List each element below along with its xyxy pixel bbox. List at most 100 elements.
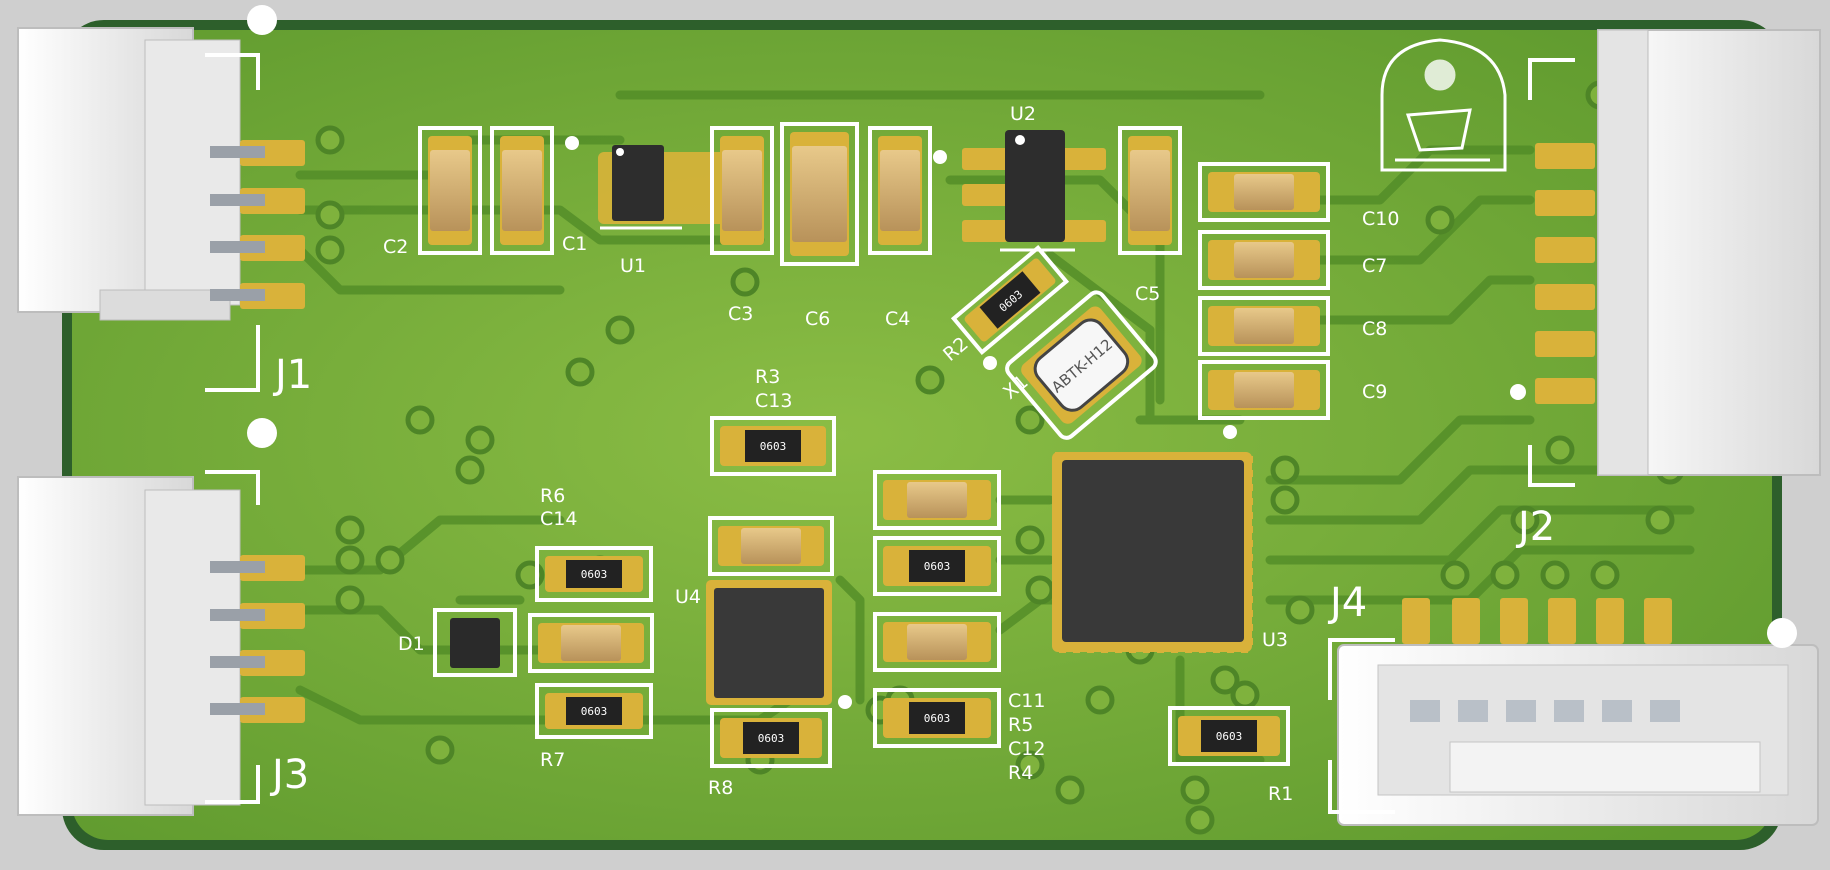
via (1510, 505, 1540, 535)
via (425, 735, 455, 765)
capacitor-vertical (710, 126, 774, 255)
horizontal-components: 0603 0603 0603 0603 0603 0603 0603 (528, 162, 1330, 768)
ic-u3 (1052, 452, 1253, 653)
via (335, 585, 365, 615)
label-c10: C10 (1362, 208, 1399, 230)
via (1645, 505, 1675, 535)
via (915, 365, 945, 395)
label-c6: C6 (805, 308, 830, 330)
label-r3: R3 (755, 366, 780, 388)
ic-u2 (962, 130, 1106, 252)
resistor-0603: 0603 (535, 546, 653, 602)
label-c2: C2 (383, 236, 408, 258)
via (1210, 665, 1240, 695)
via (335, 515, 365, 545)
via (1185, 805, 1215, 835)
resistor-marking: 0603 (760, 440, 787, 453)
label-c4: C4 (885, 308, 910, 330)
capacitor-horizontal (528, 613, 654, 673)
label-d1: D1 (398, 633, 425, 655)
fiducials (247, 5, 1797, 709)
via (730, 267, 760, 297)
resistor-0603: 0603 (535, 683, 653, 739)
via (335, 545, 365, 575)
resistor-marking: 0603 (924, 560, 951, 573)
via (375, 545, 405, 575)
connector-j4 (1328, 598, 1819, 826)
resistor-marking: 0603 (758, 732, 785, 745)
resistor-r2-body: 0603 (950, 244, 1070, 356)
label-u4: U4 (675, 586, 701, 608)
via (605, 315, 635, 345)
via (565, 357, 595, 387)
label-r4: R4 (1008, 762, 1033, 784)
label-r6: R6 (540, 485, 565, 507)
label-j4: J4 (1327, 580, 1367, 626)
via (1590, 560, 1620, 590)
resistor-0603: 0603 (873, 536, 1001, 596)
resistor-0603: 0603 (710, 416, 836, 476)
capacitor-horizontal (873, 470, 1001, 530)
label-c12: C12 (1008, 738, 1045, 760)
via (1545, 435, 1575, 465)
vertical-capacitors (418, 122, 1182, 266)
capacitor-horizontal (1198, 162, 1330, 222)
label-c9: C9 (1362, 381, 1387, 403)
label-c11: C11 (1008, 690, 1045, 712)
via (315, 235, 345, 265)
resistor-marking: 0603 (924, 712, 951, 725)
via (1490, 560, 1520, 590)
via (1085, 685, 1115, 715)
capacitor-horizontal (708, 516, 834, 576)
via (1440, 560, 1470, 590)
capacitor-vertical (868, 126, 932, 255)
via (1230, 680, 1260, 710)
via (315, 200, 345, 230)
connector-j3 (17, 470, 305, 816)
via (405, 405, 435, 435)
via (1025, 575, 1055, 605)
resistor-marking: 0603 (581, 568, 608, 581)
via (1285, 595, 1315, 625)
via (465, 425, 495, 455)
label-c5: C5 (1135, 283, 1160, 305)
resistor-0603: 0603 (873, 688, 1001, 748)
diode-d1 (433, 608, 517, 677)
label-r8: R8 (708, 777, 733, 799)
via (1015, 525, 1045, 555)
resistor-0603: 0603 (1168, 706, 1290, 766)
label-u1: U1 (620, 255, 646, 277)
capacitor-horizontal (1198, 230, 1330, 290)
label-u2: U2 (1010, 103, 1036, 125)
ic-u1 (598, 145, 736, 230)
via (1055, 775, 1085, 805)
capacitor-vertical (418, 126, 482, 255)
silkscreen-logo (1380, 38, 1507, 172)
label-c8: C8 (1362, 318, 1387, 340)
capacitor-vertical (780, 122, 859, 266)
connector-j2 (1528, 29, 1821, 487)
label-j2: J2 (1515, 504, 1555, 550)
via (1425, 205, 1455, 235)
label-c13: C13 (755, 390, 792, 412)
via (1270, 485, 1300, 515)
capacitor-horizontal (1198, 360, 1330, 420)
label-c14: C14 (540, 508, 577, 530)
label-c1: C1 (562, 233, 587, 255)
connector-j1 (17, 27, 305, 392)
via (1270, 455, 1300, 485)
capacitor-horizontal (873, 612, 1001, 672)
via (1180, 775, 1210, 805)
label-j3: J3 (269, 752, 309, 798)
label-c7: C7 (1362, 255, 1387, 277)
via (455, 455, 485, 485)
resistor-marking: 0603 (1216, 730, 1243, 743)
via (1015, 750, 1045, 780)
label-r5: R5 (1008, 714, 1033, 736)
capacitor-vertical (1118, 126, 1182, 255)
label-u3: U3 (1262, 629, 1288, 651)
label-c3: C3 (728, 303, 753, 325)
resistor-0603: 0603 (710, 708, 832, 768)
via (1540, 560, 1570, 590)
